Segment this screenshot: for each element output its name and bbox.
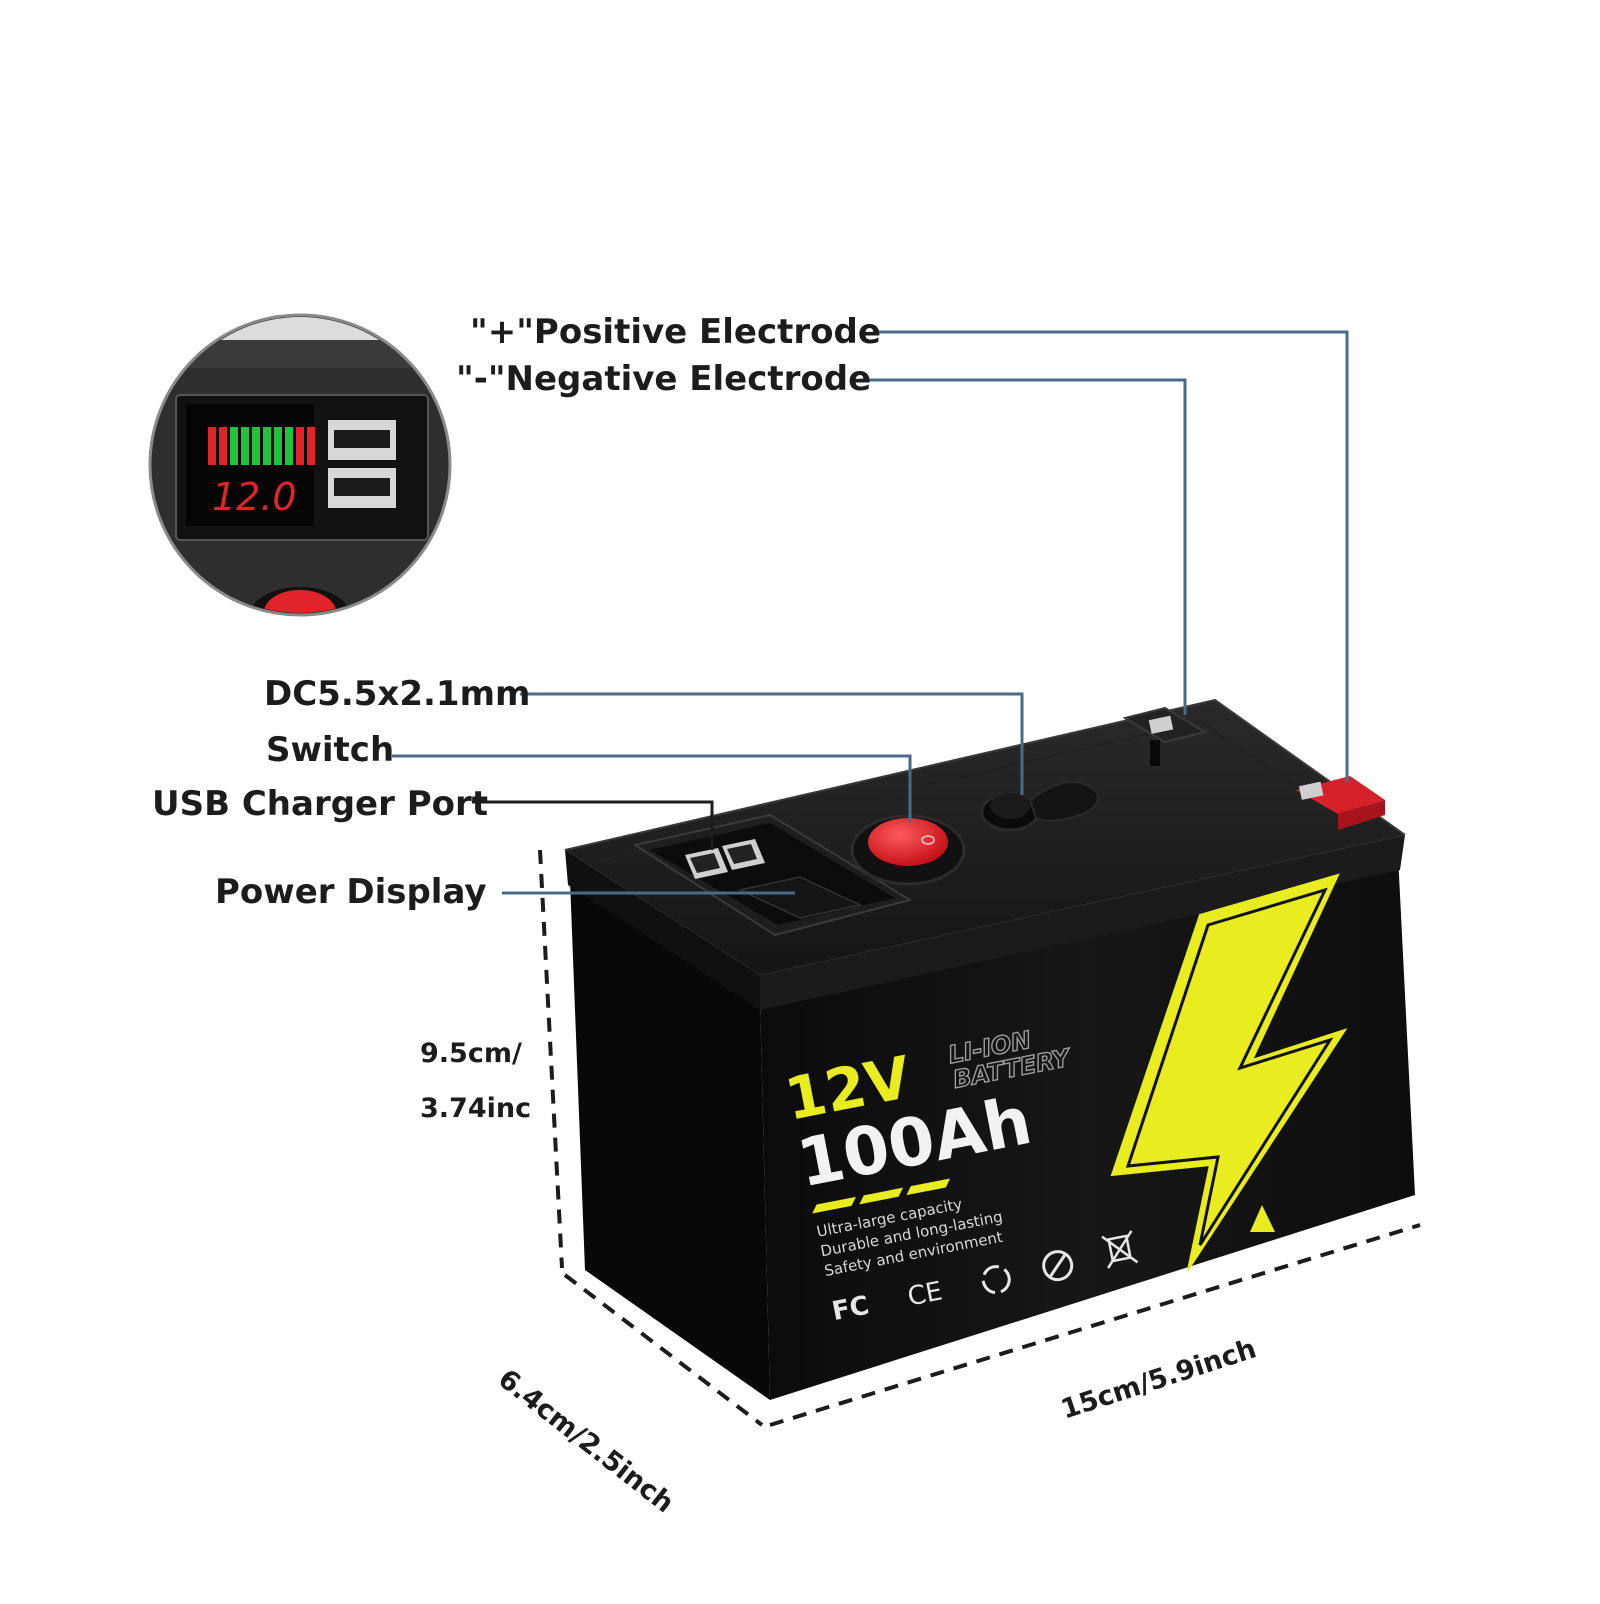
warning-triangle-icon (1250, 1205, 1275, 1232)
voltage-readout: 12.0 (212, 475, 297, 519)
weee-bin-icon (1101, 1230, 1139, 1269)
dc-port-label: DC5.5x2.1mm (264, 674, 531, 714)
power-display-label: Power Display (215, 872, 487, 912)
switch-leader (392, 754, 912, 822)
usb-charger-port-label: USB Charger Port (152, 784, 489, 824)
label-stripes (812, 1178, 951, 1214)
display-zoom-inset: 12.0 (148, 313, 452, 617)
depth-dimension-line (563, 1273, 764, 1427)
positive-electrode-leader (875, 330, 1349, 782)
leader-lines (392, 330, 1349, 895)
height-dimension-label-line2: 3.74inc (420, 1093, 532, 1124)
no-fire-icon (1042, 1250, 1074, 1282)
dc-port-cap (1028, 781, 1099, 822)
ce-mark-icon: CE (905, 1276, 945, 1312)
height-dimension-label-line1: 9.5cm/ (420, 1038, 522, 1069)
usb-charger-port[interactable] (685, 839, 765, 879)
battery-side-face (570, 880, 770, 1400)
switch-label: Switch (266, 730, 395, 770)
positive-terminal[interactable] (1296, 776, 1385, 830)
recycle-icon (981, 1265, 1011, 1295)
power-switch[interactable] (850, 814, 966, 886)
negative-electrode-label: "-"Negative Electrode (456, 359, 872, 399)
negative-electrode-leader (860, 378, 1187, 715)
power-display-screen (737, 876, 863, 919)
battery-lid-side-band (565, 850, 760, 1010)
positive-electrode-label: "+"Positive Electrode (470, 312, 881, 352)
battery-lid-band (760, 835, 1405, 1010)
negative-terminal[interactable] (1122, 706, 1208, 766)
lightning-bolt-graphic (1110, 873, 1348, 1271)
height-dimension-line (538, 849, 564, 1269)
dc-port-leader (520, 692, 1024, 795)
inset-usb-ports (328, 420, 396, 508)
length-dimension-line (769, 1223, 1421, 1427)
fc-mark-icon: FC (830, 1291, 872, 1327)
dimension-lines (538, 849, 1421, 1427)
battery-level-leds (208, 427, 315, 465)
usb-port-leader (472, 800, 714, 850)
dc-port[interactable] (980, 781, 1099, 832)
